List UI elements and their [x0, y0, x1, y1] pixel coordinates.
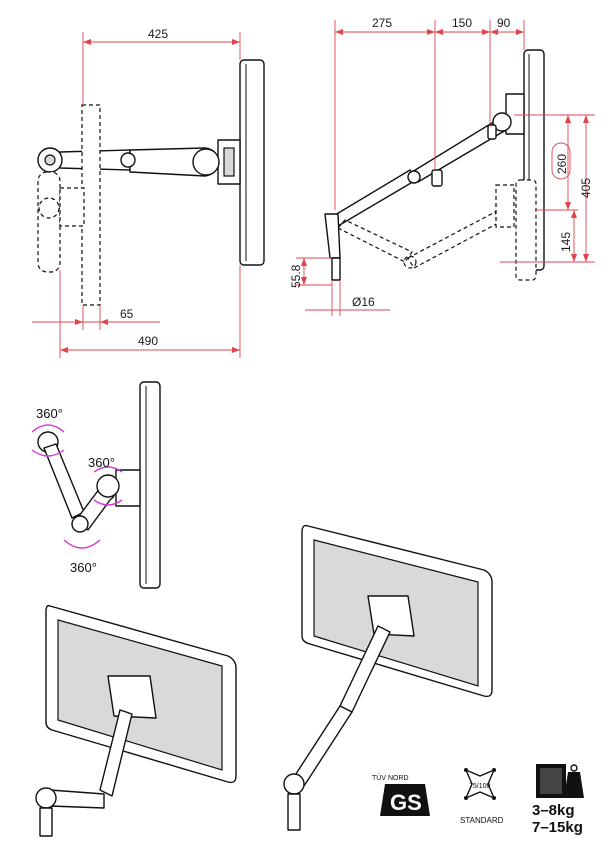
arm-base-pivot	[283, 773, 305, 795]
vesa-mount-plate	[367, 595, 415, 637]
base-pin	[331, 257, 341, 281]
perspective-view-right	[283, 524, 493, 831]
dim-label-425: 425	[148, 27, 168, 41]
base-post	[324, 213, 341, 259]
top-view-arm-diagram: 425 65 490	[32, 27, 265, 358]
mount-dashed-plate	[59, 187, 85, 227]
vesa-size-label: 75/100	[469, 783, 491, 790]
weight-range-1: 3–8kg	[532, 802, 575, 819]
dim-label-145: 145	[559, 232, 573, 252]
arm-lowered-dashed-lower	[337, 219, 413, 263]
vesa-mount-plate	[107, 675, 157, 719]
clamp-dashed	[37, 171, 61, 273]
dim-label-405: 405	[579, 178, 593, 198]
vesa-standard-label: STANDARD	[460, 816, 504, 825]
gs-mark: GS	[390, 790, 422, 815]
rotation-label-middle: 360°	[88, 455, 115, 470]
dim-label-490: 490	[138, 334, 158, 348]
wall-pole-dashed	[81, 104, 101, 306]
tuv-cert-text: TÜV NORD	[372, 774, 409, 782]
dim-label-260: 260	[555, 154, 569, 174]
arm-upper-segment	[99, 709, 133, 797]
arm-lower-segment	[49, 789, 105, 809]
monitor-side-panel	[239, 59, 265, 266]
perspective-view-left	[35, 604, 237, 837]
arm-lower-segment	[43, 443, 85, 519]
monitor-side-panel	[139, 381, 161, 589]
tuv-gs-badge: TÜV NORD GS	[372, 774, 430, 816]
rotation-arrow-bottom	[63, 539, 101, 549]
rotation-label-top: 360°	[36, 406, 63, 421]
rotation-arrow-middle	[93, 466, 123, 473]
dim-label-150: 150	[452, 16, 472, 30]
dim-label-65: 65	[120, 307, 134, 321]
dim-label-90: 90	[497, 16, 511, 30]
base-post	[287, 793, 301, 831]
vesa-dashed	[495, 184, 515, 228]
dim-label-275: 275	[372, 16, 392, 30]
weight-icon	[564, 772, 584, 798]
dim-label-55-8: 55.8	[289, 264, 303, 288]
dim-label-diameter: Ø16	[352, 295, 375, 309]
rotation-arrow-top	[31, 424, 65, 433]
arm-raised-lower	[329, 169, 417, 227]
monitor-dashed-panel	[515, 179, 537, 281]
vesa-standard-badge: 75/100 STANDARD	[460, 768, 504, 825]
base-post	[39, 807, 53, 837]
weight-range-2: 7–15kg	[532, 819, 583, 836]
dim-circle-260	[551, 142, 571, 180]
rotation-view-diagram: 360° 360° 360°	[31, 381, 161, 589]
arm-lowered-dashed-upper	[407, 211, 501, 269]
rotation-label-bottom: 360°	[70, 560, 97, 575]
arm-lower-segment	[291, 705, 353, 787]
weight-capacity-badge: 3–8kg 7–15kg	[532, 764, 584, 836]
arm-base-pivot	[35, 787, 57, 809]
side-view-arm-diagram: 275 150 90 405 260 145 55.8 Ø16	[289, 16, 595, 316]
vesa-mount-block	[115, 469, 141, 507]
